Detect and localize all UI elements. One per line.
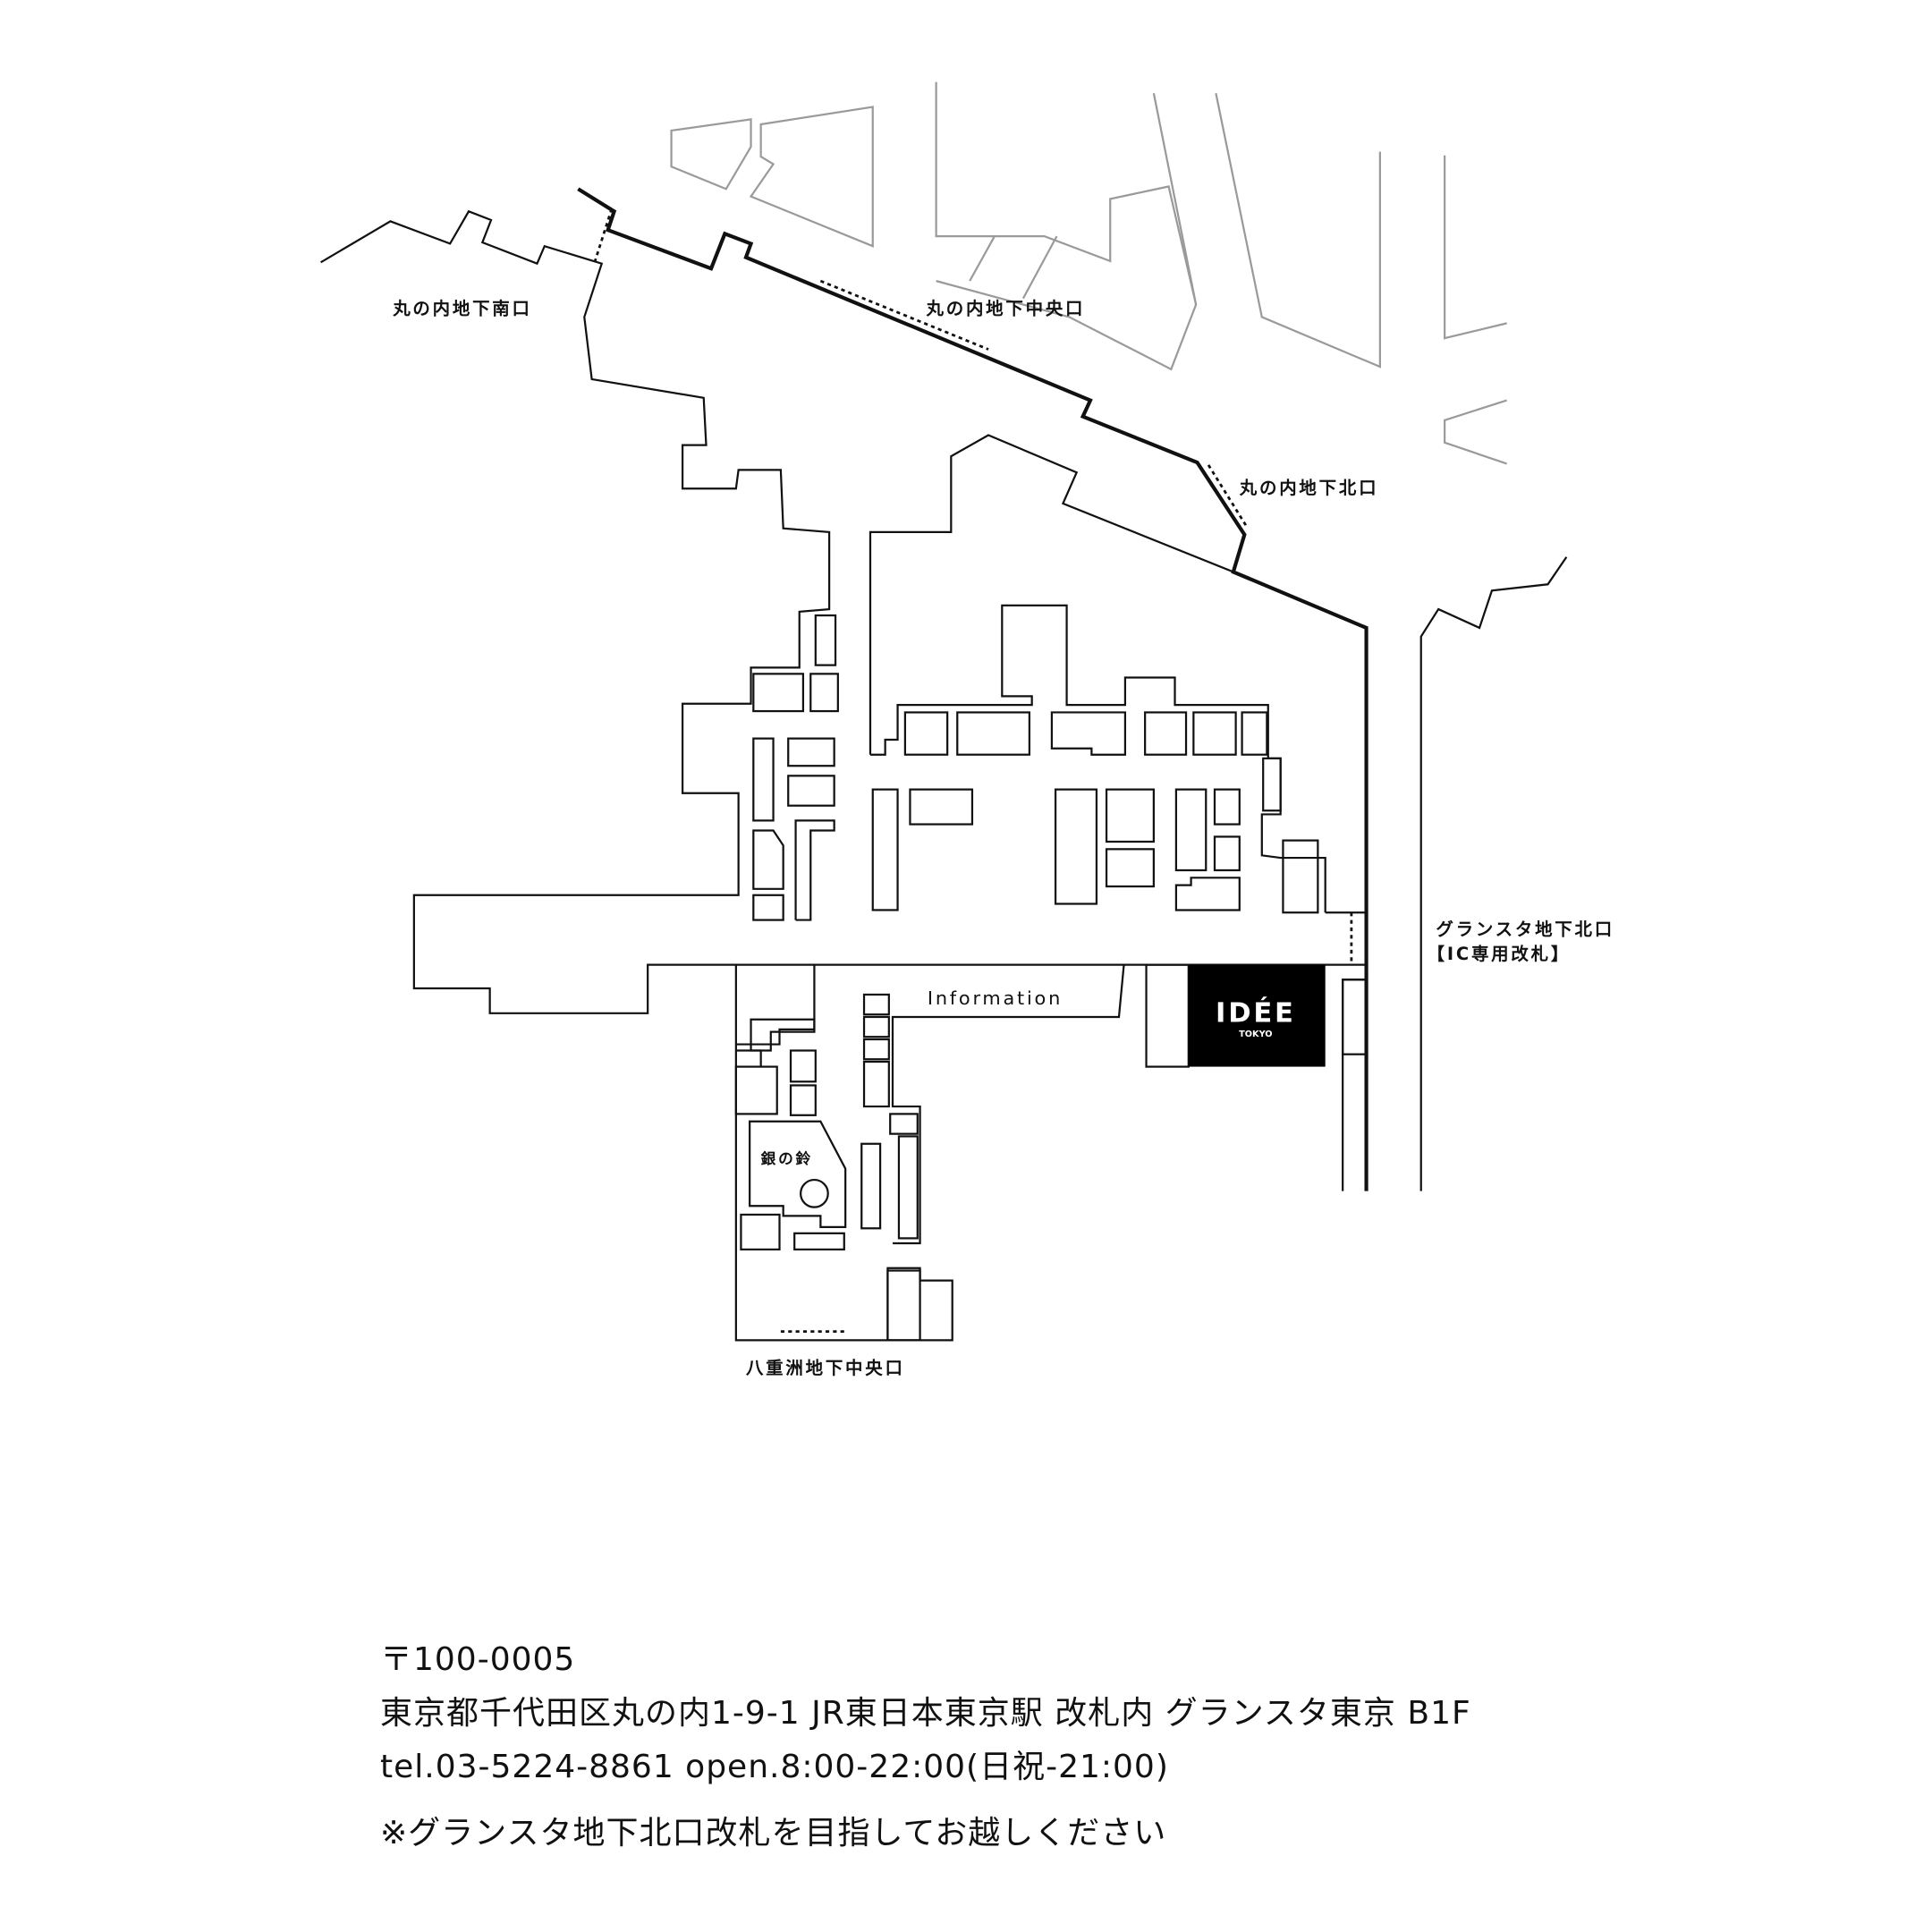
contact-hours: tel.03-5224-8861 open.8:00-22:00(日祝-21:0… <box>380 1749 1169 1785</box>
label-gransta-north: グランスタ地下北口 <box>1436 919 1614 939</box>
label-marunouchi-central: 丸の内地下中央口 <box>926 299 1086 319</box>
idee-store[interactable] <box>1188 964 1326 1067</box>
street-blocks <box>670 81 1507 465</box>
label-gin-no-suzu: 銀の鈴 <box>761 1149 813 1167</box>
idee-logo: IDÉE <box>1216 997 1296 1030</box>
address-line: 東京都千代田区丸の内1-9-1 JR東日本東京駅 改札内 グランスタ東京 B1F <box>380 1695 1471 1732</box>
label-gransta-north-sub: 【IC専用改札】 <box>1428 944 1571 964</box>
marunouchi-wall <box>577 187 1368 1191</box>
postal-code: 〒100-0005 <box>380 1641 576 1678</box>
label-information: Information <box>928 987 1063 1009</box>
shop-blocks <box>734 614 1368 1342</box>
label-marunouchi-north: 丸の内地下北口 <box>1239 478 1379 498</box>
gate-marunouchi-central <box>819 279 989 351</box>
access-note: ※グランスタ地下北口改札を目指してお越しください <box>380 1815 1167 1852</box>
label-marunouchi-south: 丸の内地下南口 <box>392 299 532 319</box>
concourse-outline <box>320 209 953 1342</box>
label-yaesu-central: 八重洲地下中央口 <box>746 1358 905 1378</box>
idee-logo-sub: TOKYO <box>1239 1030 1272 1039</box>
gate-marunouchi-north <box>1207 464 1249 529</box>
gate-marunouchi-south <box>593 208 614 265</box>
